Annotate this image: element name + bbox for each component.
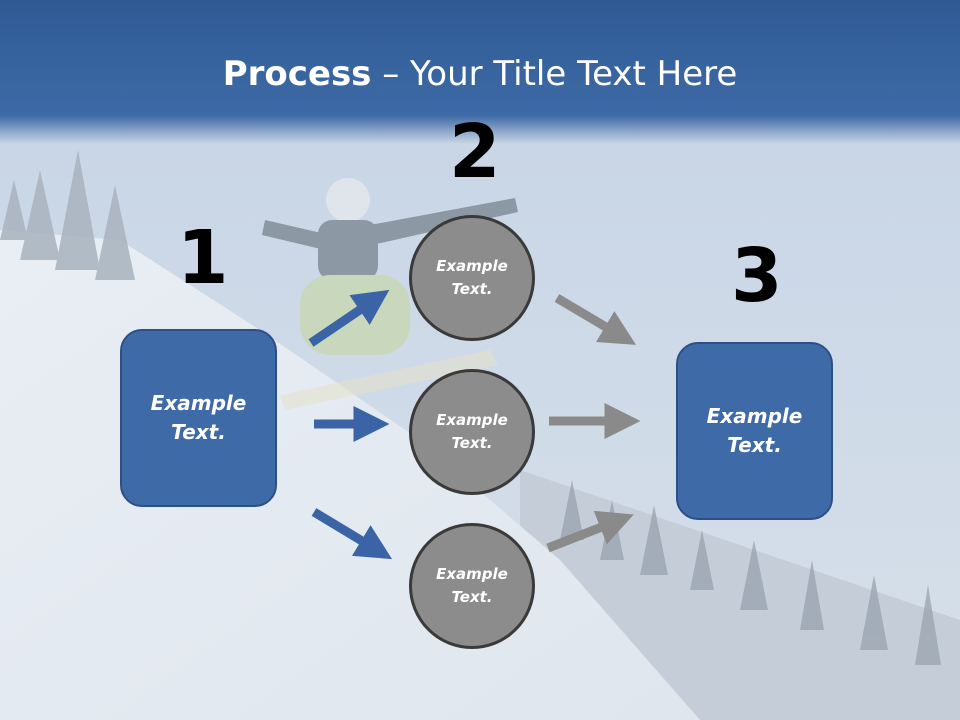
circle-bottom-text: Example Text. <box>436 565 508 606</box>
step-number-3: 3 <box>731 233 783 319</box>
circle-middle-text: Example Text. <box>436 411 508 452</box>
step-2-circle-top: Example Text. <box>409 215 535 341</box>
title-bold: Process <box>222 54 372 94</box>
step-number-1: 1 <box>177 215 229 301</box>
step-number-2: 2 <box>449 109 501 195</box>
step-2-circle-middle: Example Text. <box>409 369 535 495</box>
circle-top-text: Example Text. <box>436 257 508 298</box>
arrow-left-to-bottom <box>311 508 393 560</box>
step-3-text: Example Text. <box>706 404 803 457</box>
slide-title: Process – Your Title Text Here <box>0 52 960 96</box>
arrow-top-to-right <box>554 294 637 345</box>
step-1-text: Example Text. <box>150 391 247 444</box>
step-2-circle-bottom: Example Text. <box>409 523 535 649</box>
step-3-box: Example Text. <box>676 342 833 520</box>
title-rest: – Your Title Text Here <box>371 54 738 94</box>
arrow-bottom-to-right <box>546 510 634 553</box>
step-1-box: Example Text. <box>120 329 277 507</box>
arrow-left-to-top <box>308 289 390 347</box>
